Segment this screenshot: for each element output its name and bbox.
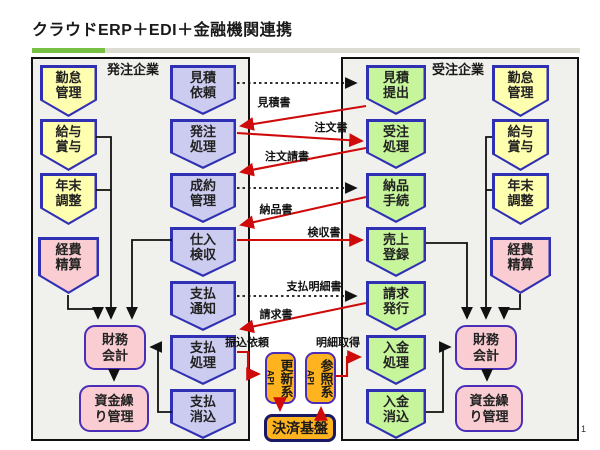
box-label: 財務 会計 bbox=[472, 332, 499, 363]
box-quote-submission: 見積 提出 bbox=[366, 65, 426, 115]
box-purchase-inspection: 仕入 検収 bbox=[170, 227, 236, 277]
label-purchase-order-doc: 注文書 bbox=[314, 122, 348, 134]
box-label: 入金 消込 bbox=[368, 391, 424, 437]
box-cashflow-management-left: 資金繰 り管理 bbox=[79, 385, 149, 432]
box-yearend-adjustment-left: 年末 調整 bbox=[40, 173, 97, 225]
box-expense-settlement-right: 経費 精算 bbox=[490, 237, 551, 294]
receiving-company-label: 受注企業 bbox=[431, 62, 484, 77]
reference-api-label: 参照系 bbox=[318, 358, 334, 398]
box-label: 年末 調整 bbox=[42, 175, 95, 223]
page-title: クラウドERP＋EDI＋金融機関連携 bbox=[32, 22, 293, 39]
box-label: 成約 管理 bbox=[172, 175, 234, 221]
box-delivery-procedure: 納品 手続 bbox=[366, 173, 426, 223]
label-transfer-request: 振込依頼 bbox=[225, 337, 269, 349]
box-label: 支払 消込 bbox=[172, 391, 234, 437]
update-api-label: 更新系 bbox=[278, 358, 294, 398]
box-sales-registration: 売上 登録 bbox=[366, 227, 426, 277]
page-number: 1 bbox=[581, 424, 587, 434]
box-label: 勤怠 管理 bbox=[42, 67, 95, 115]
box-payroll-left: 給与 賞与 bbox=[40, 119, 97, 171]
ordering-company-label: 発注企業 bbox=[106, 62, 159, 77]
box-deposit-clearing: 入金 消込 bbox=[366, 389, 426, 439]
box-label: 給与 賞与 bbox=[42, 121, 95, 169]
label-statement-retrieval: 明細取得 bbox=[316, 337, 360, 349]
box-label: 請求 発行 bbox=[368, 283, 424, 329]
label-order-acknowledgement-doc: 注文請書 bbox=[265, 151, 309, 163]
box-payment-processing: 支払 処理 bbox=[170, 335, 236, 385]
box-label: 経費 精算 bbox=[40, 239, 97, 292]
box-label: 仕入 検収 bbox=[172, 229, 234, 275]
box-quote-request: 見積 依頼 bbox=[170, 65, 236, 115]
box-invoice-issuance: 請求 発行 bbox=[366, 281, 426, 331]
box-label: 受注 処理 bbox=[368, 121, 424, 167]
box-label: 入金 処理 bbox=[368, 337, 424, 383]
box-order-receipt: 受注 処理 bbox=[366, 119, 426, 169]
box-financial-accounting-left: 財務 会計 bbox=[84, 325, 146, 370]
box-label: 財務 会計 bbox=[101, 332, 128, 363]
settlement-platform-box: 決済基盤 bbox=[264, 414, 336, 442]
box-cashflow-management-right: 資金繰 り管理 bbox=[455, 385, 523, 432]
box-expense-settlement-left: 経費 精算 bbox=[38, 237, 99, 294]
box-label: 売上 登録 bbox=[368, 229, 424, 275]
title-accent-bar-green bbox=[32, 48, 105, 53]
box-payment-clearing: 支払 消込 bbox=[170, 389, 236, 439]
box-contract-management: 成約 管理 bbox=[170, 173, 236, 223]
box-payroll-right: 給与 賞与 bbox=[492, 119, 549, 171]
box-attendance-right: 勤怠 管理 bbox=[492, 65, 549, 117]
label-payment-statement-doc: 支払明細書 bbox=[286, 281, 342, 293]
title-accent-bar-gray bbox=[105, 48, 580, 53]
box-label: 資金繰 り管理 bbox=[469, 393, 509, 424]
box-label: 年末 調整 bbox=[494, 175, 547, 223]
box-financial-accounting-right: 財務 会計 bbox=[455, 325, 517, 370]
api-text: API bbox=[305, 370, 316, 386]
box-label: 発注 処理 bbox=[172, 121, 234, 167]
box-label: 経費 精算 bbox=[492, 239, 549, 292]
box-label: 見積 提出 bbox=[368, 67, 424, 113]
box-order-processing: 発注 処理 bbox=[170, 119, 236, 169]
box-label: 資金繰 り管理 bbox=[94, 393, 134, 424]
box-label: 支払 通知 bbox=[172, 283, 234, 329]
box-yearend-adjustment-right: 年末 調整 bbox=[492, 173, 549, 225]
label-invoice-doc: 請求書 bbox=[259, 309, 293, 321]
api-text: API bbox=[265, 370, 276, 386]
box-label: 納品 手続 bbox=[368, 175, 424, 221]
box-label: 見積 依頼 bbox=[172, 67, 234, 113]
box-deposit-processing: 入金 処理 bbox=[366, 335, 426, 385]
box-payment-notice: 支払 通知 bbox=[170, 281, 236, 331]
label-delivery-slip-doc: 納品書 bbox=[259, 204, 293, 216]
label-inspection-doc: 検収書 bbox=[307, 227, 341, 239]
box-label: 決済基盤 bbox=[272, 420, 328, 436]
box-attendance-left: 勤怠 管理 bbox=[40, 65, 97, 117]
box-label: 勤怠 管理 bbox=[494, 67, 547, 115]
label-quotation-doc: 見積書 bbox=[257, 97, 291, 109]
box-label: 給与 賞与 bbox=[494, 121, 547, 169]
